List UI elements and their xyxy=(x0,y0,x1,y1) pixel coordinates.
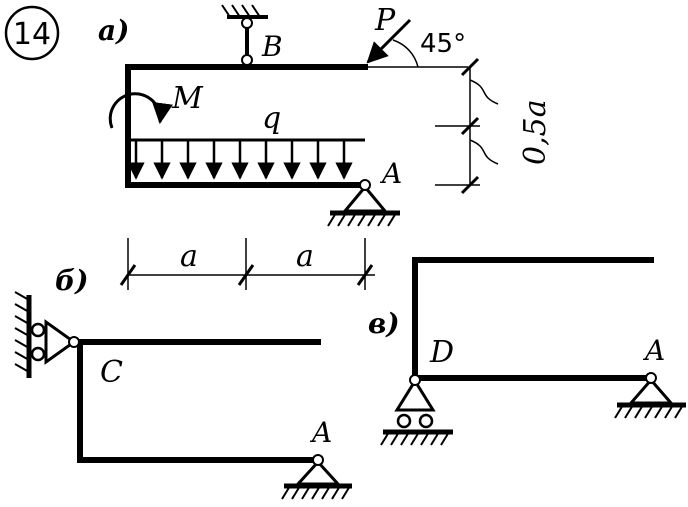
span-dimension xyxy=(119,238,375,290)
support-a-variant-b xyxy=(281,454,352,500)
angle-label: 45° xyxy=(420,29,466,59)
force-p xyxy=(365,18,468,68)
frame-v xyxy=(412,257,654,381)
span-1-label: a xyxy=(180,239,198,274)
frame-a xyxy=(125,64,368,188)
variant-a-tag: а) xyxy=(98,14,129,47)
distributed-load-q-label: q xyxy=(262,101,281,136)
support-c-roller xyxy=(14,291,80,378)
variant-v-tag: в) xyxy=(368,307,400,340)
frame-b xyxy=(77,339,321,463)
support-d-roller xyxy=(380,374,453,446)
support-a-label-variant-a: A xyxy=(379,157,402,190)
distributed-load-q xyxy=(127,138,365,180)
problem-number: 14 xyxy=(13,17,51,52)
joint-d-label: D xyxy=(429,335,454,370)
variant-b-tag: б) xyxy=(55,264,88,297)
span-2-label: a xyxy=(296,239,314,274)
support-a-variant-v xyxy=(614,372,686,419)
support-a-variant-a xyxy=(327,179,400,227)
height-dimension xyxy=(435,57,499,195)
support-a-label-variant-v: A xyxy=(642,334,665,367)
support-b xyxy=(221,4,268,66)
force-p-label: P xyxy=(374,3,396,38)
support-b-label: B xyxy=(261,30,283,63)
support-a-label-variant-b: A xyxy=(309,416,332,449)
height-dimension-label: 0,5a xyxy=(518,99,553,165)
problem-number-badge: 14 xyxy=(4,5,60,61)
moment-m-label: M xyxy=(171,81,204,116)
joint-c-label: C xyxy=(100,355,123,390)
moment-m xyxy=(108,92,173,129)
